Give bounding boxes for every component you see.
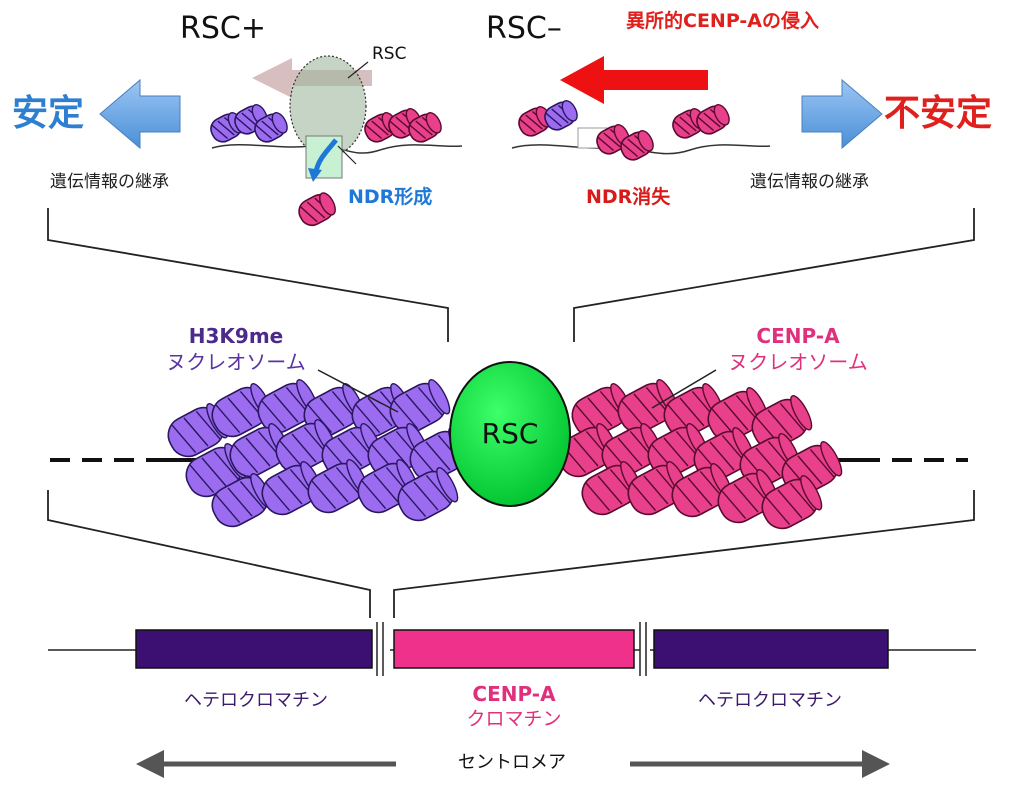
unstable-arrow <box>801 78 883 150</box>
cenp-a-nucleosome <box>717 469 779 524</box>
bracket-left-top <box>47 208 449 342</box>
cenp-a-chromatin-label-1: CENP-A <box>472 682 556 706</box>
evicted-nucleosome <box>298 192 336 227</box>
rsc-minus-panel <box>511 56 771 161</box>
rsc-small-label: RSC <box>372 44 407 64</box>
rsc-plus-title: RSC+ <box>180 11 266 46</box>
h3k9me-nucleosome <box>261 461 323 516</box>
pink-nucleosome <box>518 106 552 137</box>
bracket-right-bottom <box>393 490 975 618</box>
cenp-a-nucleosome <box>761 475 823 530</box>
rsc-minus-title: RSC– <box>486 11 562 46</box>
h3k9me-nucleosome <box>367 423 429 478</box>
pink-nucleosome <box>620 130 654 161</box>
rsc-plus-purple-nucleosomes <box>210 104 288 143</box>
cenp-a-nucleosome-label: ヌクレオソーム <box>728 350 868 374</box>
bracket-left-bottom <box>47 490 371 618</box>
heterochromatin-right-label: ヘテロクロマチン <box>698 690 842 711</box>
centromere-label: セントロメア <box>458 752 566 773</box>
centromere-map <box>48 622 976 778</box>
cenp-a-nucleosome <box>707 387 769 442</box>
stable-label: 安定 <box>12 93 85 134</box>
h3k9me-nucleosome <box>397 467 459 522</box>
h3k9me-nucleosome-label: ヌクレオソーム <box>166 350 306 374</box>
rsc-label: RSC <box>481 417 539 450</box>
pink-nucleosome <box>408 112 442 143</box>
inheritance-right-label: 遺伝情報の継承 <box>750 172 869 192</box>
rsc-complex <box>449 361 571 507</box>
h3k9me-nucleosome <box>321 423 383 478</box>
stable-arrow <box>99 78 181 150</box>
h3k9me-label: H3K9me <box>188 324 284 348</box>
purple-nucleosome <box>254 112 288 143</box>
ndr-formation-label: NDR形成 <box>348 186 433 208</box>
ndr-eviction-arrow <box>313 138 338 173</box>
cenp-a-chromatin-bar <box>393 629 635 669</box>
unstable-label: 不安定 <box>884 93 993 134</box>
h3k9me-nucleosome <box>275 419 337 474</box>
heterochromatin-left-bar <box>135 629 373 669</box>
inheritance-left-label: 遺伝情報の継承 <box>50 172 169 192</box>
pink-nucleosome <box>696 104 730 135</box>
cenp-a-invasion-label: 異所的CENP-Aの侵入 <box>626 10 820 32</box>
pink-nucleosome <box>298 192 336 227</box>
bracket-right-top <box>573 208 975 342</box>
centromere-arrow-right <box>862 750 890 778</box>
rsc-plus-panel <box>210 55 463 227</box>
h3k9me-nucleosome-array <box>167 379 471 528</box>
rsc-plus-pink-nucleosomes <box>364 108 442 143</box>
centromere-arrow-left <box>136 750 164 778</box>
pink-nucleosome <box>672 108 706 139</box>
cenp-a-nucleosome-array <box>557 379 843 530</box>
cenp-a-nucleosome <box>751 395 813 450</box>
cenp-a-label: CENP-A <box>756 324 840 348</box>
ndr-loss-label: NDR消失 <box>586 186 671 208</box>
heterochromatin-right-bar <box>653 629 889 669</box>
cenp-a-invasion-arrow <box>560 56 708 104</box>
heterochromatin-left-label: ヘテロクロマチン <box>184 690 328 711</box>
purple-nucleosome <box>544 100 578 131</box>
cenp-a-chromatin-label-2: クロマチン <box>466 708 562 730</box>
h3k9me-nucleosome <box>389 379 451 434</box>
cenp-a-nucleosome <box>557 423 619 478</box>
chromatin-middle <box>50 361 968 530</box>
